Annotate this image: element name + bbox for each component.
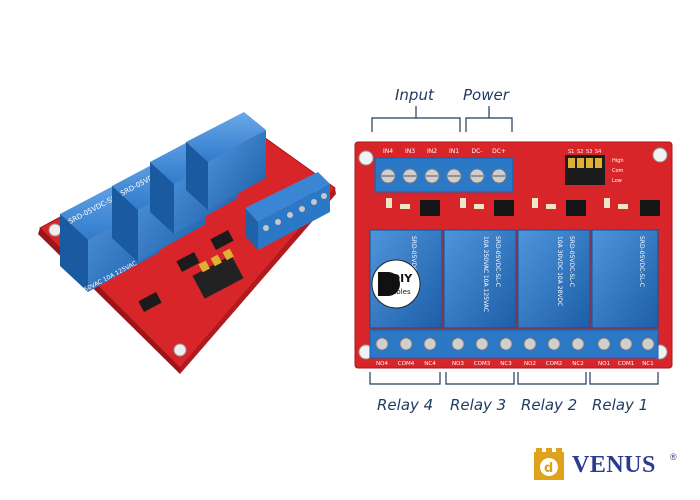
angled-jumper-header: [192, 248, 244, 299]
relay-2: SRD-05VDC-SL-C 10A 30VDC 10A 28VDC: [517, 229, 591, 329]
angled-board-view: SRD-05VDC-SL-C SRD-05VDC-SL-C: [38, 112, 336, 374]
input-terminal-screws: [380, 168, 507, 184]
output-terminal-screws: [375, 337, 655, 351]
pin-label-nc4: NC4: [424, 361, 436, 367]
relay3-bracket: [445, 372, 515, 385]
svg-text:d: d: [544, 461, 553, 476]
relay4-bracket: [369, 372, 441, 385]
relay-marking: SRD-05VDC-SL-C: [494, 236, 501, 287]
smd-components: [386, 198, 628, 209]
angled-terminal-block: [245, 172, 330, 250]
pin-label-nc2: NC2: [572, 361, 583, 367]
pin-label-com3: COM3: [474, 361, 491, 367]
callout-relay-3: Relay 3: [450, 396, 507, 414]
jumper-label-s3: S3: [586, 149, 592, 155]
pin-label-in3: IN3: [405, 148, 415, 155]
angled-optocoupler: [210, 230, 234, 250]
mounting-hole: [48, 223, 62, 237]
callout-relay-1: Relay 1: [592, 396, 649, 414]
pin-label-no1: NO1: [598, 361, 610, 367]
relay-marking: SRD-05VDC-SL-C: [568, 236, 575, 287]
diy-logo-text: DIY: [391, 272, 413, 285]
callout-brackets: [369, 106, 659, 385]
level-label-com: Com: [612, 168, 624, 174]
venus-emblem-icon: d: [534, 448, 564, 480]
relay-marking: SRD-05VDC-SL-C: [638, 236, 645, 287]
brand-registered-mark: ®: [670, 452, 677, 462]
power-bracket: [465, 117, 513, 132]
pin-label-nc1: NC1: [642, 361, 653, 367]
mounting-hole: [358, 150, 374, 166]
callout-relay-2: Relay 2: [521, 396, 578, 414]
input-bracket: [371, 117, 461, 132]
jumper-label-s2: S2: [577, 149, 583, 155]
pin-label-dc-minus: DC-: [472, 148, 483, 155]
pin-label-no2: NO2: [524, 361, 536, 367]
jumper-header: S1 S2 S3 S4 High Com Low: [565, 149, 624, 185]
callout-relay-4: Relay 4: [377, 396, 434, 414]
jumper-label-s1: S1: [568, 149, 574, 155]
pin-label-nc3: NC3: [500, 361, 512, 367]
brand-name: VENUS: [572, 452, 656, 478]
relay-rating: 10A 250VAC 10A 125VAC: [482, 236, 489, 312]
angled-relay-1: [186, 112, 266, 210]
venus-brand-logo: d VENUS ®: [532, 446, 682, 486]
pin-label-com1: COM1: [618, 361, 634, 367]
jumper-label-s4: S4: [595, 149, 601, 155]
diy-ables-logo: DIY ables: [371, 259, 421, 309]
pin-label-com4: COM4: [398, 361, 415, 367]
callout-input: Input: [395, 86, 434, 104]
input-power-terminal-block: [374, 157, 514, 193]
optocoupler: [420, 200, 440, 216]
callout-power: Power: [463, 86, 509, 104]
pin-label-in4: IN4: [383, 148, 393, 155]
pin-label-in1: IN1: [449, 148, 459, 155]
pin-label-com2: COM2: [546, 361, 562, 367]
angled-optocoupler: [138, 292, 162, 312]
level-label-low: Low: [612, 178, 622, 184]
relay-3: SRD-05VDC-SL-C 10A 250VAC 10A 125VAC: [443, 229, 517, 329]
pin-label-dc-plus: DC+: [492, 148, 506, 155]
pin-label-no3: NO3: [452, 361, 464, 367]
output-terminal-block: [369, 329, 659, 359]
diy-logo-subtext: ables: [392, 288, 411, 296]
angled-pcb-edge-right: [180, 188, 336, 374]
relay2-bracket: [517, 372, 587, 385]
pin-label-no4: NO4: [376, 361, 388, 367]
optocoupler: [566, 200, 586, 216]
angled-optocoupler: [176, 252, 200, 272]
pin-label-in2: IN2: [427, 148, 437, 155]
top-board-view: IN4 IN3 IN2 IN1 DC- DC+ S1 S2 S3 S4 High…: [354, 141, 673, 369]
level-label-high: High: [612, 158, 624, 164]
optocoupler: [640, 200, 660, 216]
mounting-hole: [173, 343, 187, 357]
mounting-hole: [652, 147, 668, 163]
relay-1: SRD-05VDC-SL-C: [591, 229, 659, 329]
relay1-bracket: [589, 372, 659, 385]
relay-rating: 10A 30VDC 10A 28VDC: [556, 236, 563, 306]
optocoupler: [494, 200, 514, 216]
relay-marking: SRD-05VDC-SL-C: [410, 236, 417, 287]
